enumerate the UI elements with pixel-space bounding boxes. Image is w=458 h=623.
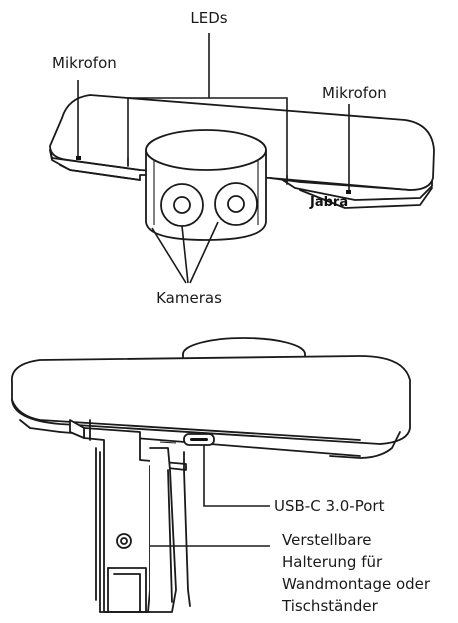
label-mount-line4: Tischständer — [281, 597, 379, 615]
label-mic-right: Mikrofon — [322, 84, 387, 102]
device-rear-view — [11, 337, 411, 613]
label-mount-line1: Verstellbare — [282, 531, 372, 549]
label-mount-line2: Halterung für — [282, 553, 383, 571]
brand-logo: Jabra — [309, 195, 348, 210]
label-cameras: Kameras — [156, 289, 222, 307]
callouts-top — [77, 33, 350, 284]
label-mount-line3: Wandmontage oder — [282, 575, 431, 593]
device-front-view: Jabra — [49, 94, 435, 241]
label-mic-left: Mikrofon — [52, 54, 117, 72]
label-usb-port: USB-C 3.0-Port — [274, 497, 385, 515]
label-leds: LEDs — [190, 9, 227, 27]
camera-lens-left — [160, 183, 204, 227]
mic-right-hole — [346, 190, 351, 194]
callouts-bottom — [150, 445, 270, 547]
camera-lens-right — [214, 182, 258, 226]
mic-left-hole — [76, 156, 81, 160]
mount-screw-hole — [116, 533, 132, 549]
